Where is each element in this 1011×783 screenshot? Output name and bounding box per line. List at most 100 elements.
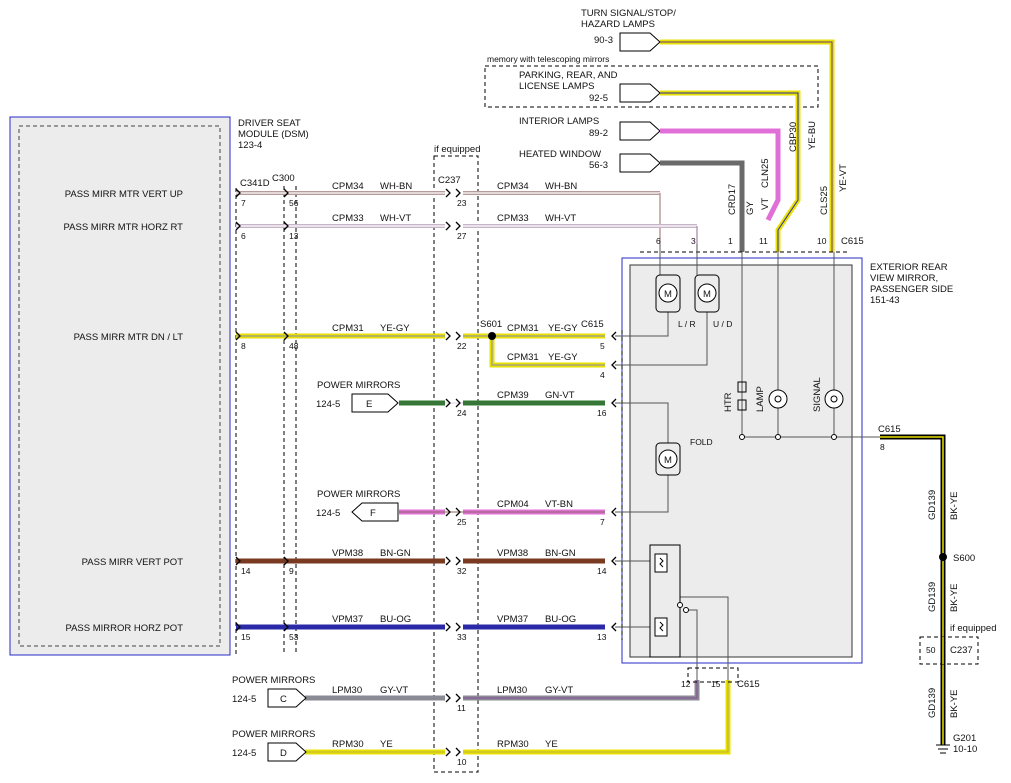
htr-label: HTR	[723, 392, 734, 412]
svg-text:27: 27	[457, 231, 467, 241]
wire-vpm37-circuit-dsm: VPM37	[332, 614, 363, 625]
s601-label: S601	[480, 319, 502, 330]
svg-text:50: 50	[926, 645, 936, 655]
wire-cls25	[660, 39, 835, 252]
ref-power-mirrors-d[interactable]: POWER MIRRORS 124-5 D	[232, 729, 315, 762]
svg-text:16: 16	[597, 408, 607, 418]
wire-cpm39-color: GN-VT	[545, 390, 575, 401]
svg-text:32: 32	[457, 566, 467, 576]
svg-text:YE-VT: YE-VT	[838, 164, 849, 192]
svg-text:14: 14	[597, 566, 607, 576]
svg-text:7: 7	[241, 198, 246, 208]
c615-label-top: C615	[841, 236, 864, 247]
svg-text:14: 14	[241, 566, 251, 576]
svg-text:HAZARD LAMPS: HAZARD LAMPS	[581, 19, 655, 30]
wire-cpm34-circuit-dsm: CPM34	[332, 181, 364, 192]
svg-text:HEATED WINDOW: HEATED WINDOW	[519, 149, 601, 160]
svg-text:9: 9	[289, 566, 294, 576]
svg-text:151-43: 151-43	[870, 295, 900, 306]
svg-text:7: 7	[600, 517, 605, 527]
dsm-pin-label-vert-up: PASS MIRR MTR VERT UP	[65, 189, 183, 200]
svg-text:S600: S600	[953, 553, 975, 564]
top-ref-interior-lamps[interactable]: INTERIOR LAMPS 89-2	[519, 116, 661, 141]
svg-text:C237: C237	[950, 645, 973, 656]
wire-rpm30-circuit-mirror: RPM30	[497, 739, 529, 750]
wire-cpm39-circuit: CPM39	[497, 390, 529, 401]
svg-text:53: 53	[289, 632, 299, 642]
svg-text:EXTERIOR REAR: EXTERIOR REAR	[870, 262, 948, 273]
mirror-title: EXTERIOR REAR VIEW MIRROR, PASSENGER SID…	[870, 262, 953, 306]
svg-text:92-5: 92-5	[589, 93, 608, 104]
lamp-bulb-icon	[768, 389, 788, 409]
top-ref-turn-signal[interactable]: TURN SIGNAL/STOP/ HAZARD LAMPS 90-3	[581, 8, 676, 52]
c615-ground-label: C615	[878, 424, 901, 435]
ref-power-mirrors-e[interactable]: POWER MIRRORS 124-5 E	[316, 380, 400, 413]
wire-lpm30-circuit-dsm: LPM30	[332, 685, 362, 696]
wire-rpm30-color-mirror: YE	[545, 739, 558, 750]
ref-power-mirrors-c[interactable]: POWER MIRRORS 124-5 C	[232, 675, 315, 708]
ref-d-letter: D	[280, 748, 287, 759]
svg-text:23: 23	[457, 198, 467, 208]
dsm-module	[9, 116, 231, 656]
ref-d-title: POWER MIRRORS	[232, 729, 315, 740]
wire-lpm30-color-dsm: GY-VT	[380, 685, 408, 696]
svg-text:CRD17: CRD17	[727, 184, 738, 215]
wire-rpm30-color-dsm: YE	[380, 739, 393, 750]
ref-f-letter: F	[370, 508, 376, 519]
svg-text:10-10: 10-10	[953, 744, 977, 755]
ground-labels: 8 C615 GD139 BK-YE S600 GD139 BK-YE if e…	[878, 424, 996, 755]
wire-vpm37-circuit-mirror: VPM37	[497, 614, 528, 625]
svg-text:48: 48	[289, 341, 299, 351]
svg-text:33: 33	[457, 632, 467, 642]
potentiometer-horz-icon	[654, 602, 689, 637]
wire-vpm38-circuit-dsm: VPM38	[332, 548, 363, 559]
top-ref-heated-window[interactable]: HEATED WINDOW 56-3	[519, 149, 661, 173]
lamp-label: LAMP	[755, 386, 766, 412]
svg-text:22: 22	[457, 341, 467, 351]
svg-text:123-4: 123-4	[238, 140, 262, 151]
svg-text:if equipped: if equipped	[950, 623, 996, 634]
motor-ud-icon: M	[694, 274, 720, 313]
dsm-pin-label-dn-lt: PASS MIRR MTR DN / LT	[74, 332, 184, 343]
wire-lpm30	[305, 680, 700, 701]
svg-text:11: 11	[759, 236, 768, 246]
svg-text:BK-YE: BK-YE	[949, 689, 960, 718]
svg-text:4: 4	[600, 370, 605, 380]
top-ref-parking-lamps[interactable]: PARKING, REAR, AND LICENSE LAMPS 92-5	[519, 70, 661, 104]
wire-cpm04-circuit: CPM04	[497, 499, 529, 510]
svg-text:C300: C300	[272, 173, 295, 184]
wire-cpm33-color-mirror: WH-VT	[545, 213, 576, 224]
svg-text:8: 8	[880, 442, 885, 452]
svg-text:GY: GY	[745, 201, 756, 215]
svg-text:DRIVER SEAT: DRIVER SEAT	[238, 118, 301, 129]
svg-text:PARKING, REAR, AND: PARKING, REAR, AND	[519, 70, 618, 81]
svg-text:CBP30: CBP30	[788, 122, 799, 152]
memory-telescoping-box: memory with telescoping mirrors	[484, 54, 819, 108]
potentiometer-vert-icon	[649, 544, 681, 658]
svg-text:INTERIOR LAMPS: INTERIOR LAMPS	[519, 116, 599, 127]
ref-e-title: POWER MIRRORS	[317, 380, 400, 391]
svg-text:PASSENGER SIDE: PASSENGER SIDE	[870, 284, 953, 295]
svg-text:6: 6	[656, 236, 661, 246]
ref-e-letter: E	[366, 399, 372, 410]
wire-vpm37-color-mirror: BU-OG	[545, 614, 576, 625]
ref-c-title: POWER MIRRORS	[232, 675, 315, 686]
svg-text:CLS25: CLS25	[819, 186, 830, 215]
svg-text:M: M	[664, 455, 672, 466]
svg-text:C341D: C341D	[240, 178, 270, 189]
wire-cln25	[660, 128, 781, 222]
motor-fold-icon: M	[655, 442, 681, 476]
wire-cpm33-circuit-dsm: CPM33	[332, 213, 364, 224]
svg-text:memory with telescoping mirror: memory with telescoping mirrors	[487, 54, 609, 64]
ref-power-mirrors-f[interactable]: POWER MIRRORS 124-5 F	[316, 489, 400, 522]
wire-cpm34-color-mirror: WH-BN	[545, 181, 577, 192]
wire-cpm33-color-dsm: WH-VT	[380, 213, 411, 224]
svg-text:56-3: 56-3	[589, 160, 608, 171]
wire-cbp30	[660, 90, 801, 252]
wire-cpm31	[236, 332, 605, 368]
pin-numbers: 7 56 23 6 6 13 27 3 8 48 22 5 4 24 16 25…	[241, 198, 721, 767]
heater-element-icon	[737, 381, 747, 411]
dsm-pin-label-horz-pot: PASS MIRROR HORZ POT	[65, 623, 183, 634]
svg-text:BK-YE: BK-YE	[949, 583, 960, 612]
svg-text:G201: G201	[953, 733, 976, 744]
